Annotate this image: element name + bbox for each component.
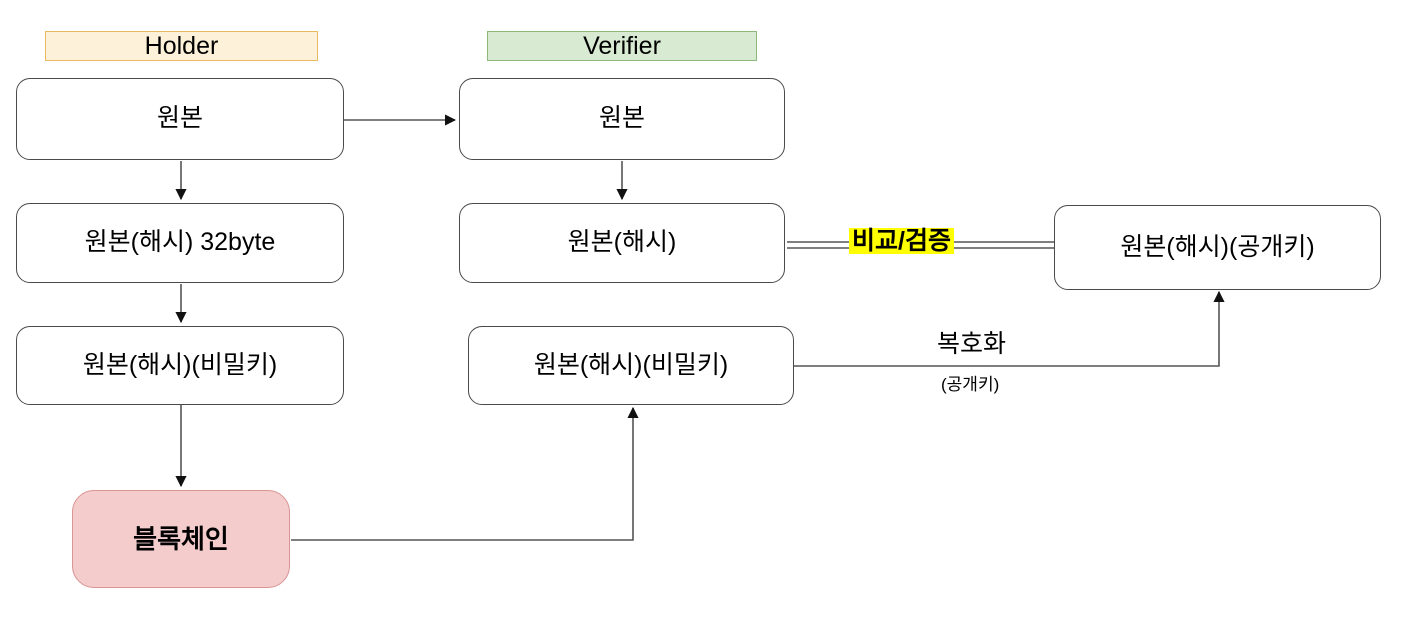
edge-label-text-decrypt: 복호화 — [937, 330, 1007, 358]
node-verifier-original[interactable]: 원본 — [459, 78, 785, 160]
swimlane-header-holder: Holder — [45, 31, 318, 61]
edge-label-text-decrypt-publickey: (공개키) — [941, 375, 1000, 394]
edge-label-decrypt-publickey: (공개키) — [941, 376, 999, 394]
node-label-blockchain: 블록체인 — [133, 523, 229, 554]
node-label-verifier-original: 원본 — [598, 104, 645, 133]
node-holder-hash[interactable]: 원본(해시) 32byte — [16, 203, 344, 283]
edge-blockchain-to-verifier-secretkey — [291, 406, 639, 541]
edge-label-decrypt: 복호화 — [931, 330, 1013, 358]
edge-label-compare-verify: 비교/검증 — [849, 227, 954, 255]
node-label-verifier-hash-secretkey: 원본(해시)(비밀키) — [533, 350, 729, 379]
node-label-hash-publickey: 원본(해시)(공개키) — [1120, 232, 1315, 261]
swimlane-label-holder: Holder — [144, 31, 219, 60]
edge-label-text-compare-verify: 비교/검증 — [852, 227, 951, 255]
node-verifier-hash[interactable]: 원본(해시) — [459, 203, 785, 283]
swimlane-header-verifier: Verifier — [487, 31, 757, 61]
node-verifier-hash-secretkey[interactable]: 원본(해시)(비밀키) — [468, 326, 794, 405]
node-label-holder-hash-secretkey: 원본(해시)(비밀키) — [82, 350, 278, 379]
node-hash-publickey[interactable]: 원본(해시)(공개키) — [1054, 205, 1381, 290]
node-holder-hash-secretkey[interactable]: 원본(해시)(비밀키) — [16, 326, 344, 405]
node-label-holder-original: 원본 — [156, 104, 203, 133]
node-label-holder-hash: 원본(해시) 32byte — [84, 228, 276, 257]
node-label-verifier-hash: 원본(해시) — [567, 228, 677, 257]
node-blockchain[interactable]: 블록체인 — [72, 490, 290, 588]
node-holder-original[interactable]: 원본 — [16, 78, 344, 160]
swimlane-label-verifier: Verifier — [583, 31, 661, 60]
